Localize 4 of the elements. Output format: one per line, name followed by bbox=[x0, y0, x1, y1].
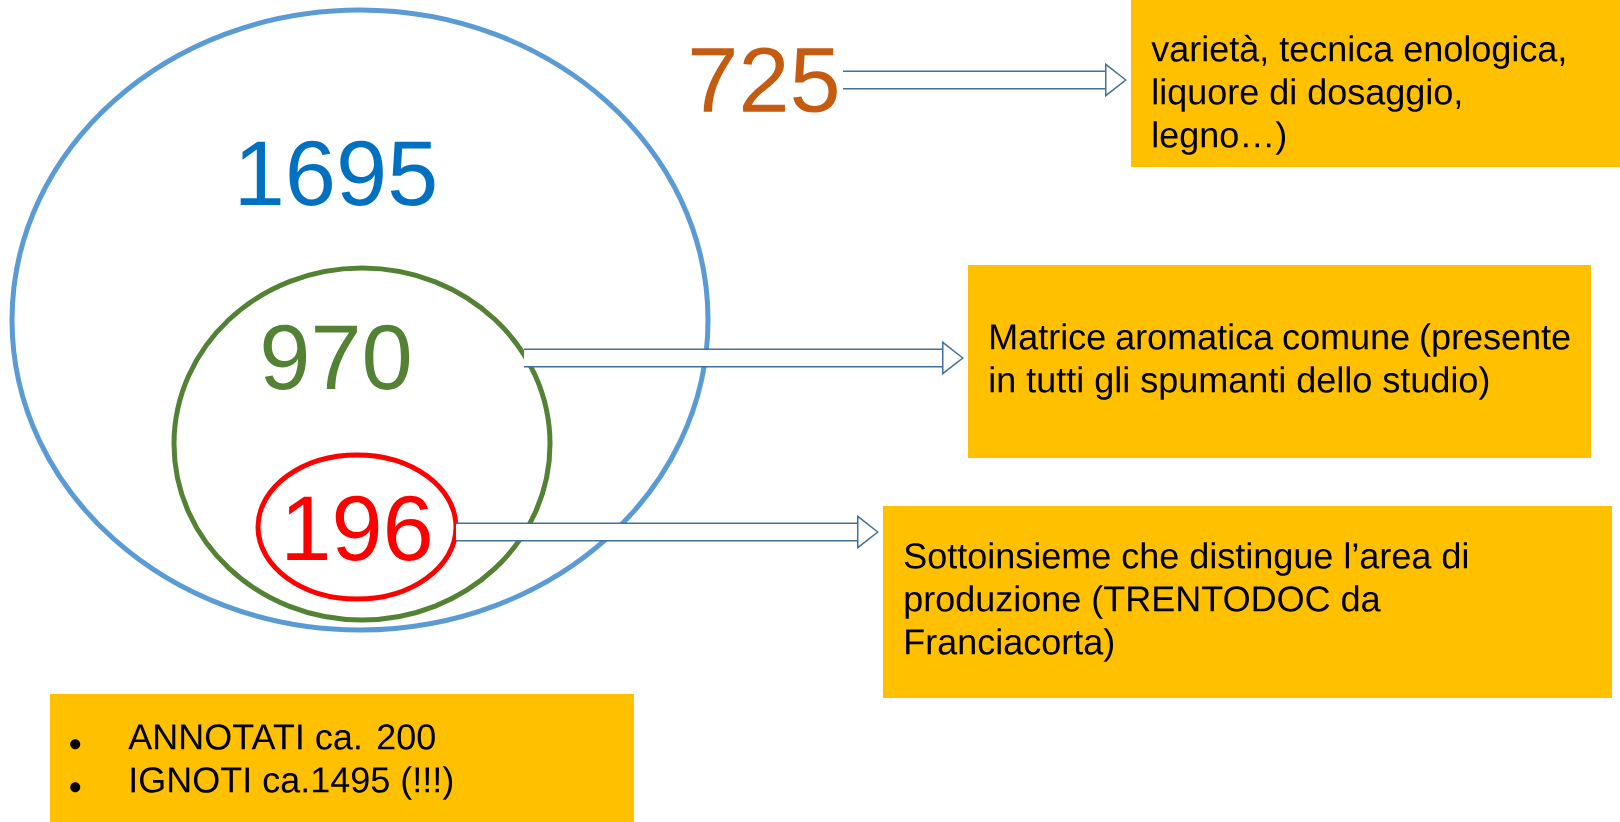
text-box: Sottoinsieme che distingue l’area di produzione (TRENTODOC da Franciacorta) bbox=[883, 506, 1612, 698]
text-box: Matrice aromatica comune (presente in tutti gli spumanti dello studio) bbox=[968, 265, 1591, 458]
bullet-list-box: ANNOTATI ca. 200 IGNOTI ca.1495 (!!!) bbox=[50, 694, 634, 822]
text-box: varietà, tecnica enologica, liquore di dosaggio, legno…) bbox=[1131, 0, 1620, 167]
